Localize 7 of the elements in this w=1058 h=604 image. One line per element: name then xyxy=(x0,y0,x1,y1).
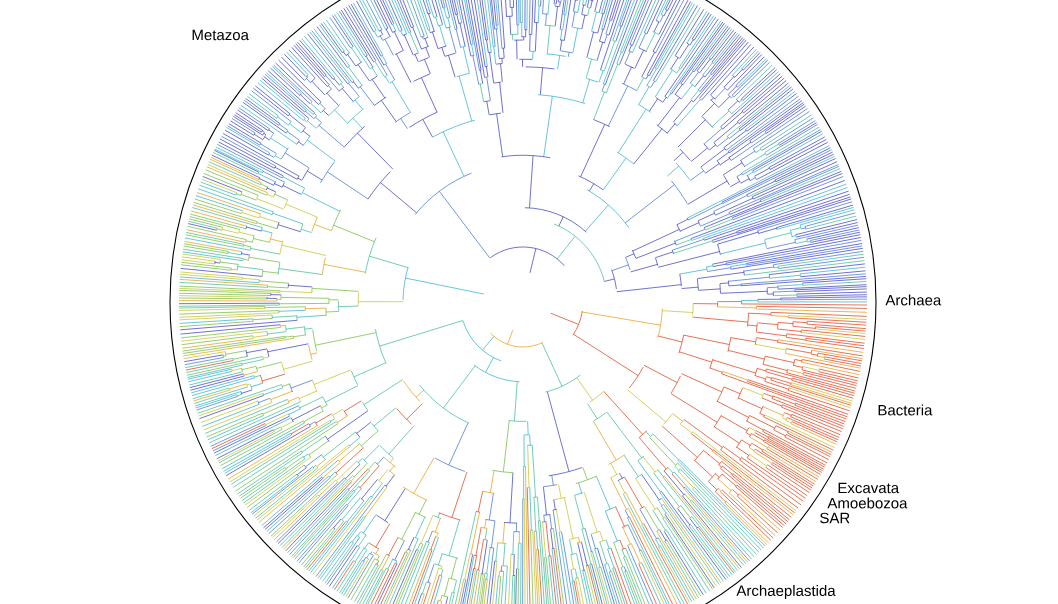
clade-label: Amoebozoa xyxy=(827,497,908,509)
clade-label: Bacteria xyxy=(878,404,933,416)
clade-label: Excavata xyxy=(838,482,900,494)
clade-label: Archaea xyxy=(885,294,942,306)
clade-label: Metazoa xyxy=(192,29,249,41)
clade-label: SAR xyxy=(820,512,850,524)
clade-label: Archaeplastida xyxy=(736,585,836,599)
